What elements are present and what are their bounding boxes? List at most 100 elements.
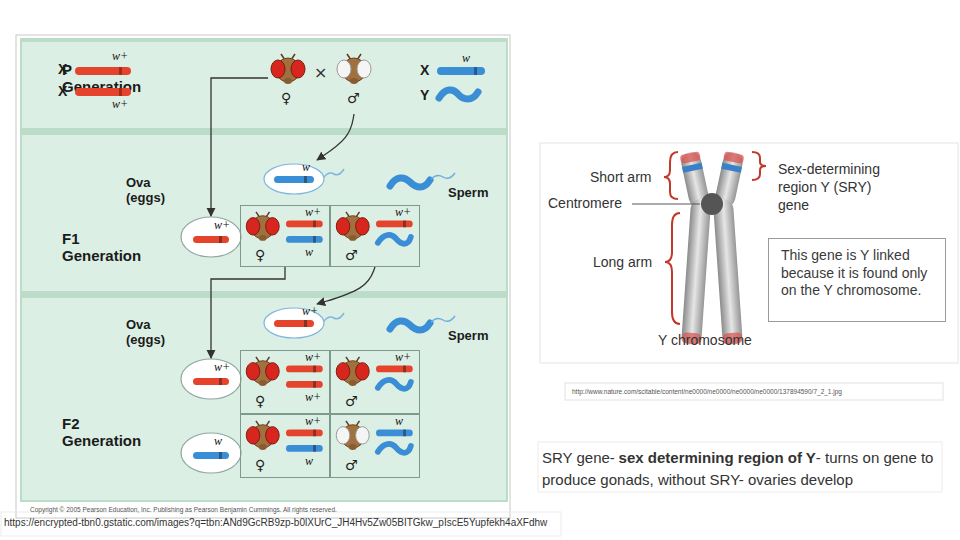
copyright-note: Copyright © 2005 Pearson Education, Inc.…	[30, 506, 337, 513]
x-chromosome	[75, 88, 131, 96]
generation-band: F1 Generationww+w+w♀w+♂	[22, 135, 506, 291]
parent-fly: ♀	[268, 54, 308, 114]
fly-eye	[337, 60, 351, 78]
node-shape	[180, 216, 242, 258]
egg-outline	[181, 433, 241, 473]
callout-box: This gene is Y linked because it is foun…	[768, 238, 946, 322]
gamete-label: Ova (eggs)	[126, 176, 188, 205]
inheritance-arrow	[211, 78, 268, 216]
y-chromosome	[378, 380, 411, 389]
x-chromosome	[286, 430, 323, 437]
fly-eye	[271, 60, 285, 78]
generation-band: F2 Generationw+w+ww+w+♀w+♂w+w♀w♂	[22, 298, 506, 500]
fly-head	[336, 357, 369, 386]
chromosome-band	[313, 381, 316, 388]
allele-label: w+	[305, 391, 321, 404]
inheritance-arrow	[317, 267, 375, 304]
chromosome-letter: X	[58, 62, 67, 78]
allele-label: w+	[214, 361, 230, 374]
chromosome-band	[403, 430, 406, 437]
fly-head	[246, 421, 279, 450]
y-sperm	[390, 321, 430, 330]
allele-label: w	[305, 455, 313, 468]
fly-eye	[291, 60, 305, 78]
punnett-cell: w+ ♂	[330, 205, 420, 267]
x-chromosome	[286, 221, 323, 228]
sperm-tail	[324, 169, 344, 177]
parent-fly: ♂	[334, 54, 374, 114]
chromatid-long-arm	[713, 199, 743, 346]
fly-mouth	[259, 380, 267, 386]
sex-symbol: ♀	[281, 91, 291, 107]
fly-mouth	[259, 444, 267, 450]
egg-outline	[181, 359, 241, 399]
x-chromosome	[437, 67, 485, 75]
part-label: Long arm	[593, 255, 652, 271]
chromosome-band	[403, 366, 406, 373]
fly-mouth	[349, 235, 357, 241]
y-chromosome	[378, 444, 411, 453]
allele-label: w+	[395, 351, 411, 364]
sex-symbol: ♂	[345, 248, 358, 264]
chromosome-band	[313, 221, 316, 228]
chromosome-letter: Y	[420, 88, 429, 104]
source-url: http://www.nature.com/scitable/content/n…	[572, 388, 842, 395]
allele-label: w+	[305, 206, 321, 219]
node-shape	[331, 415, 419, 477]
band-heading: F2 Generation	[62, 416, 150, 450]
inheritance-arrow	[211, 267, 285, 358]
fly-mouth	[259, 235, 267, 241]
bracket	[752, 152, 766, 180]
fly-head	[246, 212, 279, 241]
y-chromosome	[378, 235, 411, 244]
sry-region	[721, 163, 742, 173]
chromosome-band	[403, 221, 406, 228]
allele-label: w	[305, 246, 313, 259]
allele-label: w	[462, 52, 470, 65]
source-box	[565, 383, 943, 400]
gamete-label: Ova (eggs)	[126, 318, 188, 347]
chromosome-band	[119, 88, 122, 96]
x-chromosome	[286, 381, 323, 388]
sex-symbol: ♀	[255, 458, 265, 474]
punnett-cell: w+ w ♀	[240, 414, 330, 478]
sry-region	[682, 163, 703, 173]
sperm-tail	[431, 173, 455, 179]
x-chromosome	[376, 430, 413, 437]
chromosome-letter: X	[58, 84, 67, 100]
sex-symbol: ♂	[345, 458, 358, 474]
allele-label: w+	[395, 206, 411, 219]
body-text: sex determining region of Y	[619, 449, 816, 466]
node-shape	[22, 135, 506, 291]
fly-eye	[336, 218, 350, 235]
y-chromosome	[439, 90, 478, 99]
allele-label: w+	[305, 351, 321, 364]
fly-head	[271, 54, 305, 84]
part-label: Centromere	[548, 196, 622, 212]
chromatid-long-arm	[681, 199, 711, 346]
fly-eye	[336, 427, 350, 444]
allele-label: w+	[305, 415, 321, 428]
fly-head	[246, 357, 279, 386]
chromosome-band	[219, 452, 222, 459]
callout-text: This gene is Y linked because it is foun…	[781, 247, 937, 300]
body-text: SRY gene-sex determining region of Y- tu…	[542, 447, 940, 491]
figure-panel	[20, 38, 508, 502]
allele-label: w+	[112, 98, 128, 111]
egg-cell: w	[180, 432, 242, 474]
sperm-head	[264, 164, 324, 194]
chromatid-short-arm	[679, 150, 710, 209]
part-label: Short arm	[590, 170, 651, 186]
cross-symbol: ×	[314, 64, 327, 82]
allele-label: w	[214, 435, 222, 448]
fly-eye	[356, 363, 370, 380]
fly-eye	[356, 218, 370, 235]
allele-label: w+	[214, 219, 230, 232]
allele-label: w+	[112, 50, 128, 63]
sperm-cell: w	[262, 160, 344, 196]
bracket	[664, 152, 678, 199]
figure-frame	[16, 35, 510, 518]
sex-symbol: ♀	[255, 248, 265, 264]
